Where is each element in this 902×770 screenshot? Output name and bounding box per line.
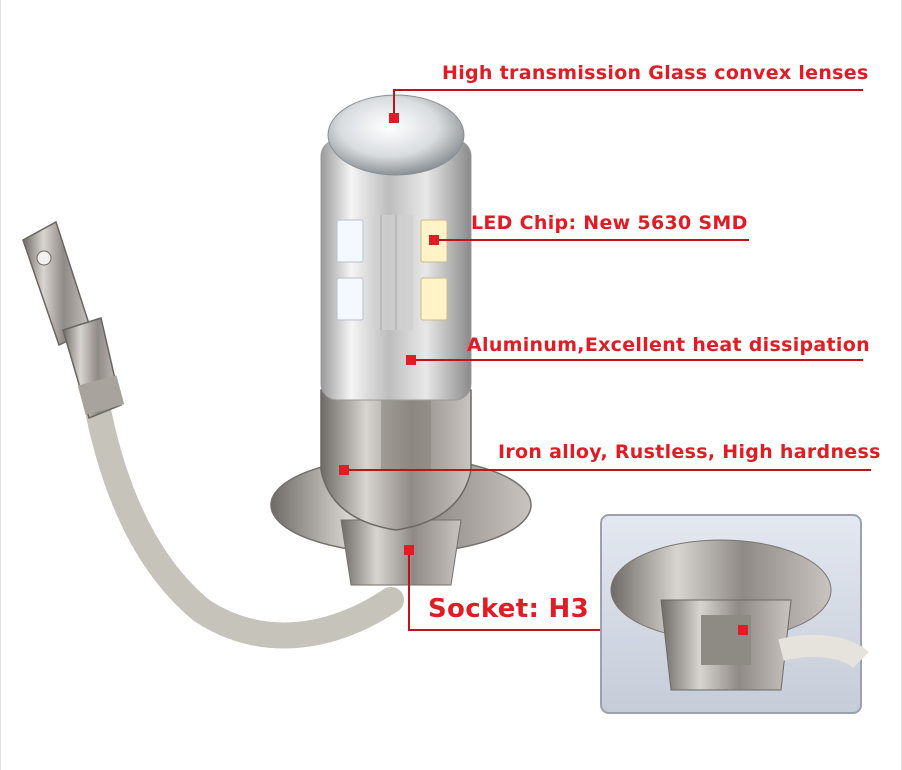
callout-lens: High transmission Glass convex lenses (442, 62, 869, 84)
callout-markers (339, 113, 439, 555)
callout-iron-alloy: Iron alloy, Rustless, High hardness (498, 441, 881, 463)
callout-socket: Socket: H3 (428, 594, 589, 624)
callout-led-chip: LED Chip: New 5630 SMD (471, 212, 748, 234)
callout-aluminum: Aluminum,Excellent heat dissipation (467, 334, 870, 356)
spade-connector (22, 220, 125, 420)
socket-inset-photo (600, 514, 869, 714)
glass-lens (327, 94, 465, 176)
